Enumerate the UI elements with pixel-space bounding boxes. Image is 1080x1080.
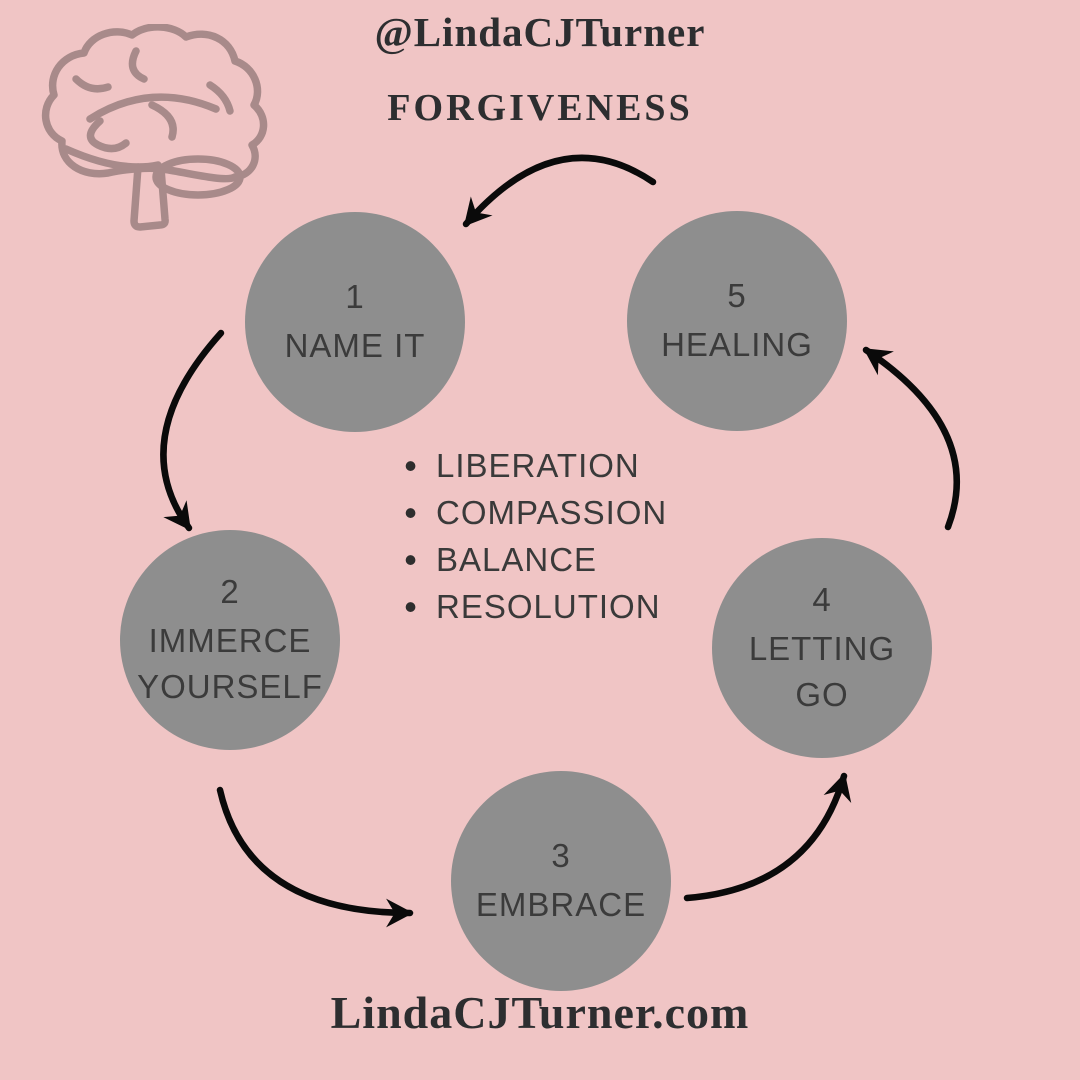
step-label-line: GO — [795, 676, 849, 714]
step-label-line: LETTING — [748, 629, 896, 667]
arrow-to-step-4 — [683, 772, 852, 902]
center-keyword-list: LIBERATION COMPASSION BALANCE RESOLUTION — [400, 442, 667, 630]
arrow-to-step-1 — [462, 154, 657, 228]
list-item-text: LIBERATION — [436, 446, 640, 484]
step-circle-5: 5 HEALING — [627, 211, 847, 431]
step-number: 5 — [727, 277, 747, 315]
arrow-to-step-3 — [216, 786, 414, 928]
step-circle-3: 3 EMBRACE — [451, 771, 671, 991]
list-item-text: COMPASSION — [436, 493, 668, 531]
step-number: 4 — [812, 580, 832, 618]
arrow-to-step-5 — [862, 346, 960, 531]
page-title: FORGIVENESS — [387, 87, 693, 129]
brain-gyrus-7 — [62, 145, 162, 171]
list-item: RESOLUTION — [400, 583, 667, 630]
step-number: 2 — [220, 572, 240, 610]
step-circle-1: 1 NAME IT — [245, 212, 465, 432]
step-number: 3 — [551, 837, 571, 875]
step-label-line: NAME IT — [284, 327, 426, 364]
step-circle-2: 2 IMMERCE YOURSELF — [120, 530, 340, 750]
list-item: LIBERATION — [400, 442, 667, 489]
list-item: COMPASSION — [400, 489, 667, 536]
list-item-text: RESOLUTION — [436, 587, 661, 625]
brain-cerebellum — [152, 155, 244, 199]
step-label-line: YOURSELF — [137, 668, 323, 706]
list-item: BALANCE — [400, 536, 667, 583]
website-url: LindaCJTurner.com — [330, 987, 750, 1038]
social-handle: @LindaCJTurner — [374, 9, 706, 55]
brain-stem — [130, 163, 169, 231]
list-item-text: BALANCE — [436, 540, 598, 578]
step-circle-4: 4 LETTING GO — [712, 538, 932, 758]
arrow-to-step-2 — [160, 329, 225, 532]
step-number: 1 — [345, 278, 365, 316]
step-label-line: EMBRACE — [475, 886, 647, 923]
step-label-line: HEALING — [661, 326, 813, 363]
step-label-line: IMMERCE — [148, 621, 312, 659]
